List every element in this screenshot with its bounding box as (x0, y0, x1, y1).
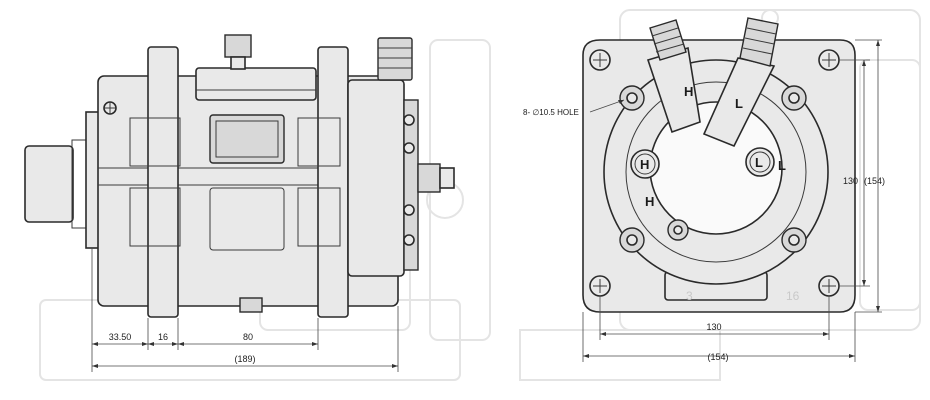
mount-flange-left (147, 46, 179, 318)
dim-33-50: 33.50 (109, 332, 132, 342)
dim-width-130: 130 (706, 322, 721, 332)
pulley-hub (24, 145, 74, 223)
dim-height-154: (154) (864, 176, 885, 186)
service-valve (224, 34, 252, 58)
hole-note-text: 8- ∅10.5 HOLE (523, 108, 579, 117)
bolt-bosses (619, 85, 807, 253)
dim-16: 16 (158, 332, 168, 342)
dim-width-154: (154) (707, 352, 728, 362)
label-l-circle: L (755, 155, 763, 170)
dim-height-130: 130 (843, 176, 858, 186)
dim-189: (189) (234, 354, 255, 364)
label-h-circle: H (640, 157, 649, 172)
ghost-number-3: 3 (686, 289, 693, 303)
label-h-fitting: H (684, 84, 693, 99)
electrical-connector (417, 163, 441, 193)
corner-holes (589, 49, 840, 297)
ghost-number-16: 16 (786, 289, 800, 303)
front-view: H L H L L H (582, 17, 856, 313)
side-dimensions: 33.50 16 80 (189) (91, 248, 399, 372)
discharge-fitting (377, 37, 413, 81)
mount-flange-right (317, 46, 349, 318)
label-h-body: H (645, 194, 654, 209)
l-fitting (702, 17, 779, 148)
label-l-fitting: L (735, 96, 743, 111)
front-dimensions: 130 (154) 130 (154) (582, 39, 885, 362)
label-l-side: L (778, 158, 786, 173)
hole-note: 8- ∅10.5 HOLE (523, 99, 625, 117)
side-view (24, 34, 455, 318)
h-fitting (646, 19, 701, 134)
dim-80: 80 (243, 332, 253, 342)
